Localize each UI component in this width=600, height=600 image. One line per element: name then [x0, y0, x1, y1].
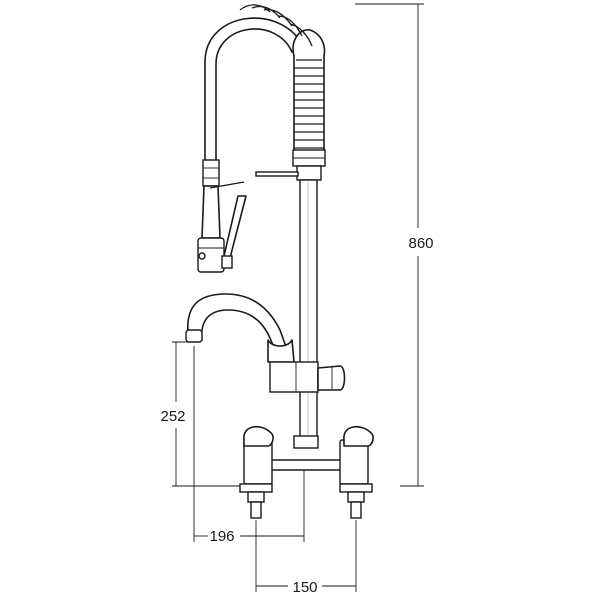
collar-bottom — [296, 165, 322, 181]
spray-head — [197, 159, 247, 273]
dimension-label-860: 860 — [408, 235, 433, 252]
dimension-tap-centres: 150 — [255, 520, 357, 596]
spring-coil — [239, 4, 326, 153]
upper-collar — [255, 149, 326, 181]
riser-pipe — [299, 179, 318, 439]
swivel-spout — [185, 293, 295, 363]
spout-collar — [267, 339, 295, 363]
valve-body — [269, 361, 346, 393]
spray-head-collar — [202, 159, 220, 187]
dimension-label-196: 196 — [209, 528, 234, 545]
deck-base — [239, 425, 374, 519]
tail-right — [350, 501, 362, 519]
dimension-spout-reach: 196 — [193, 346, 305, 545]
dimension-spout-height: 252 — [160, 341, 240, 487]
washer-right — [339, 483, 373, 493]
nut-left — [247, 491, 265, 503]
trigger-lever — [223, 195, 247, 259]
spout-aerator — [185, 329, 203, 343]
washer-left — [239, 483, 273, 493]
coil-sides — [293, 55, 325, 153]
hook-bracket — [255, 171, 299, 177]
tap-head-left — [243, 425, 274, 447]
tail-left — [250, 501, 262, 519]
dimension-label-252: 252 — [160, 408, 185, 425]
coil-arc-turns — [239, 4, 313, 47]
spray-head-body — [201, 185, 221, 239]
spray-hose — [204, 17, 306, 161]
tap-head-right — [343, 425, 374, 447]
coil-turns — [294, 59, 324, 149]
valve-lever — [317, 365, 346, 391]
riser-tube — [299, 179, 318, 439]
nut-right — [347, 491, 365, 503]
valve-block — [269, 361, 319, 393]
hose-inner — [215, 28, 293, 161]
nozzle-button — [198, 252, 206, 260]
riser-coupling — [293, 435, 319, 449]
dimension-label-150: 150 — [292, 579, 317, 596]
coil-top — [292, 29, 326, 57]
dimension-height-total: 860 — [355, 3, 434, 487]
trigger-link — [209, 181, 245, 189]
trigger-hinge — [221, 255, 233, 269]
